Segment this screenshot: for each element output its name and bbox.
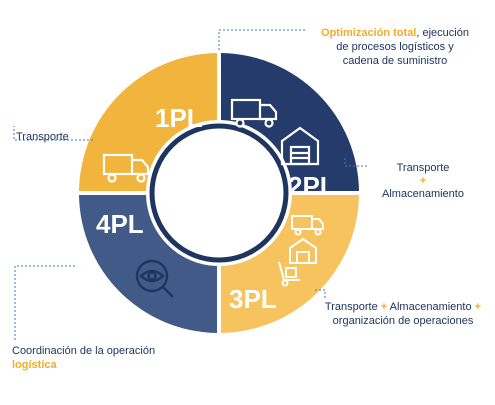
annotation-top-accent: Optimización total [321,27,417,39]
annotation-top-line3: cadena de suministro [342,55,448,67]
leader-line-top [218,29,305,50]
segment-4pl [79,195,217,333]
warehouse-icon [280,126,320,166]
annotation-4pl-line1: Coordinación de la operación [12,345,156,357]
annotation-top: Optimización total, ejecución de proceso… [300,26,490,68]
annotation-top-rest: , ejecución [416,27,469,39]
annotation-2pl-line1: Transporte [396,162,450,174]
leader-line-3pl [315,289,326,300]
annotation-3pl: Transporte + Almacenamiento + organizaci… [318,300,488,328]
annotation-2pl-plus: + [419,175,427,187]
annotation-3pl-part2: Almacenamiento [389,301,472,313]
segment-2pl [221,53,359,191]
eye-search-icon [135,259,174,298]
annotation-1pl: Transporte [16,131,69,144]
segment-1pl [79,53,217,191]
truck-icon-2pl [230,98,278,128]
segment-label-2pl: 2PL [288,171,336,201]
annotation-3pl-plus2: + [474,301,482,313]
segment-label-4pl: 4PL [96,209,144,239]
annotation-top-line2: de procesos logísticos y [336,41,454,53]
segment-label-3pl: 3PL [229,284,277,314]
center-ring [149,123,289,263]
annotation-1pl-text: Transporte [16,131,69,143]
leader-lines [13,29,368,340]
annotation-3pl-plus1: + [380,301,388,313]
leader-line-4pl [14,265,75,340]
warehouse-icon-3pl [289,237,317,264]
segment-label-1pl: 1PL [155,103,203,133]
leader-line-1pl [13,126,93,141]
hand-truck-icon [278,261,300,287]
annotation-4pl: Coordinación de la operación logística [12,344,155,372]
leader-line-2pl [344,158,368,167]
truck-icon [102,153,150,183]
annotation-2pl: Transporte + Almacenamiento [368,162,478,201]
annotation-3pl-part1: Transporte [324,301,378,313]
annotation-2pl-line2: Almacenamiento [382,188,464,200]
annotation-3pl-line2: organización de operaciones [332,315,474,327]
truck-icon-3pl [291,215,324,236]
annotation-4pl-accent: logística [12,359,57,371]
